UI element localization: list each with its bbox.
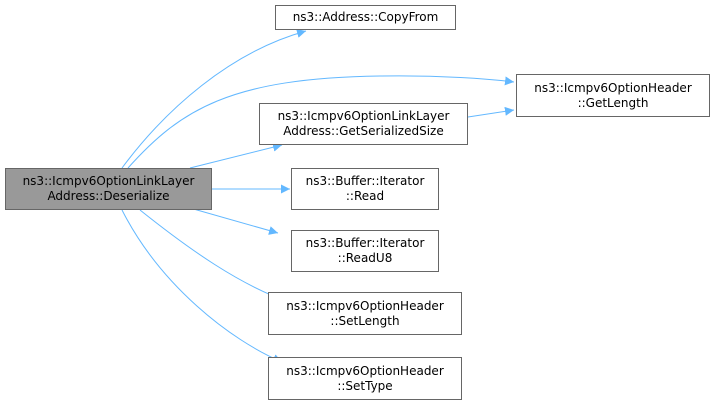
node-set-length-line2: ::SetLength xyxy=(330,313,400,328)
node-set-type[interactable]: ns3::Icmpv6OptionHeader ::SetType xyxy=(268,357,462,400)
node-set-type-line1: ns3::Icmpv6OptionHeader xyxy=(286,363,444,378)
node-copy-from[interactable]: ns3::Address::CopyFrom xyxy=(275,5,456,30)
edge-to-set-type xyxy=(121,209,283,363)
edge-serialized-size-to-get-length xyxy=(467,106,515,118)
node-copy-from-line1: ns3::Address::CopyFrom xyxy=(292,10,439,24)
node-read-line1: ns3::Buffer::Iterator xyxy=(305,174,425,188)
node-read-u8[interactable]: ns3::Buffer::Iterator ::ReadU8 xyxy=(291,230,439,272)
node-get-length-line1: ns3::Icmpv6OptionHeader xyxy=(534,80,692,95)
node-set-length[interactable]: ns3::Icmpv6OptionHeader ::SetLength xyxy=(268,292,462,335)
node-get-serialized-size[interactable]: ns3::Icmpv6OptionLinkLayer Address::GetS… xyxy=(259,103,468,145)
edge-to-read-u8 xyxy=(189,207,279,235)
edge-to-get-length xyxy=(127,75,515,169)
node-read-u8-line2: ::ReadU8 xyxy=(337,251,393,265)
edge-to-copy-from xyxy=(121,29,307,169)
node-get-length-line2: ::GetLength xyxy=(577,95,649,110)
node-read[interactable]: ns3::Buffer::Iterator ::Read xyxy=(291,168,439,210)
node-read-u8-line1: ns3::Buffer::Iterator xyxy=(305,236,425,250)
edge-to-get-serialized-size xyxy=(189,142,283,169)
node-get-serialized-size-line2: Address::GetSerializedSize xyxy=(283,124,444,138)
edge-to-set-length xyxy=(139,209,290,304)
node-deserialize-line1: ns3::Icmpv6OptionLinkLayer xyxy=(22,174,195,188)
node-get-serialized-size-line1: ns3::Icmpv6OptionLinkLayer xyxy=(277,109,450,123)
node-deserialize-line2: Address::Deserialize xyxy=(47,189,170,203)
node-set-type-line2: ::SetType xyxy=(337,378,393,393)
node-read-line2: ::Read xyxy=(345,189,385,203)
node-deserialize: ns3::Icmpv6OptionLinkLayer Address::Dese… xyxy=(5,168,212,210)
node-get-length[interactable]: ns3::Icmpv6OptionHeader ::GetLength xyxy=(516,74,710,117)
node-set-length-line1: ns3::Icmpv6OptionHeader xyxy=(286,298,444,313)
